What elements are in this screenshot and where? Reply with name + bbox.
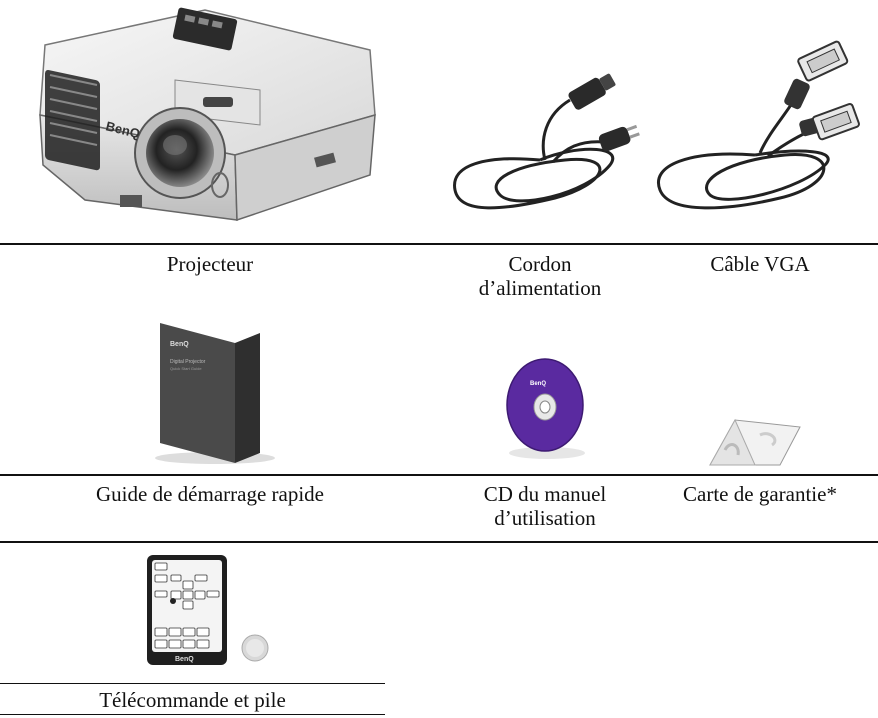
caption-power-cord: Cordon d’alimentation xyxy=(440,252,640,300)
row2-top-rule xyxy=(0,474,878,476)
caption-power-cord-line2: d’alimentation xyxy=(478,276,602,300)
quick-start-guide-icon: BenQ Digital Projector Quick Start Guide xyxy=(155,323,275,464)
vga-cable-icon xyxy=(657,40,860,210)
power-cord-icon xyxy=(453,73,640,210)
caption-power-cord-line1: Cordon xyxy=(508,252,572,276)
row1-top-rule xyxy=(0,243,878,245)
remote-control-battery-icon: BenQ xyxy=(147,555,269,665)
caption-projector: Projecteur xyxy=(166,252,254,276)
warranty-card-illustration xyxy=(700,415,810,470)
row3-bottom-rule xyxy=(0,714,385,715)
user-manual-cd-icon: BenQ xyxy=(506,358,585,459)
guide-brand-text: BenQ xyxy=(170,341,189,348)
caption-user-manual-cd: CD du manuel d’utilisation xyxy=(445,482,645,530)
projector-illustration: BenQ xyxy=(25,5,385,235)
quick-start-guide-illustration: BenQ Digital Projector Quick Start Guide xyxy=(140,318,280,468)
user-manual-cd-illustration: BenQ xyxy=(495,353,595,463)
caption-vga-cable: Câble VGA xyxy=(710,252,810,276)
guide-cover-subtitle: Quick Start Guide xyxy=(170,366,202,371)
row3-top-rule xyxy=(0,541,878,543)
vga-cable-illustration xyxy=(650,30,860,225)
caption-remote-control-battery: Télécommande et pile xyxy=(99,688,286,712)
guide-cover-title: Digital Projector xyxy=(170,359,206,365)
cd-brand-text: BenQ xyxy=(530,381,546,387)
projector-icon: BenQ xyxy=(39,7,376,222)
power-cord-illustration xyxy=(445,70,645,220)
remote-brand-text: BenQ xyxy=(175,656,194,663)
remote-control-illustration: BenQ xyxy=(145,553,280,668)
row3-caption-rule xyxy=(0,683,385,684)
caption-user-manual-cd-line2: d’utilisation xyxy=(494,506,596,530)
caption-quick-start-guide: Guide de démarrage rapide xyxy=(96,482,324,506)
warranty-card-icon xyxy=(709,418,801,466)
caption-user-manual-cd-line1: CD du manuel xyxy=(483,482,607,506)
caption-warranty-card: Carte de garantie* xyxy=(683,482,837,506)
